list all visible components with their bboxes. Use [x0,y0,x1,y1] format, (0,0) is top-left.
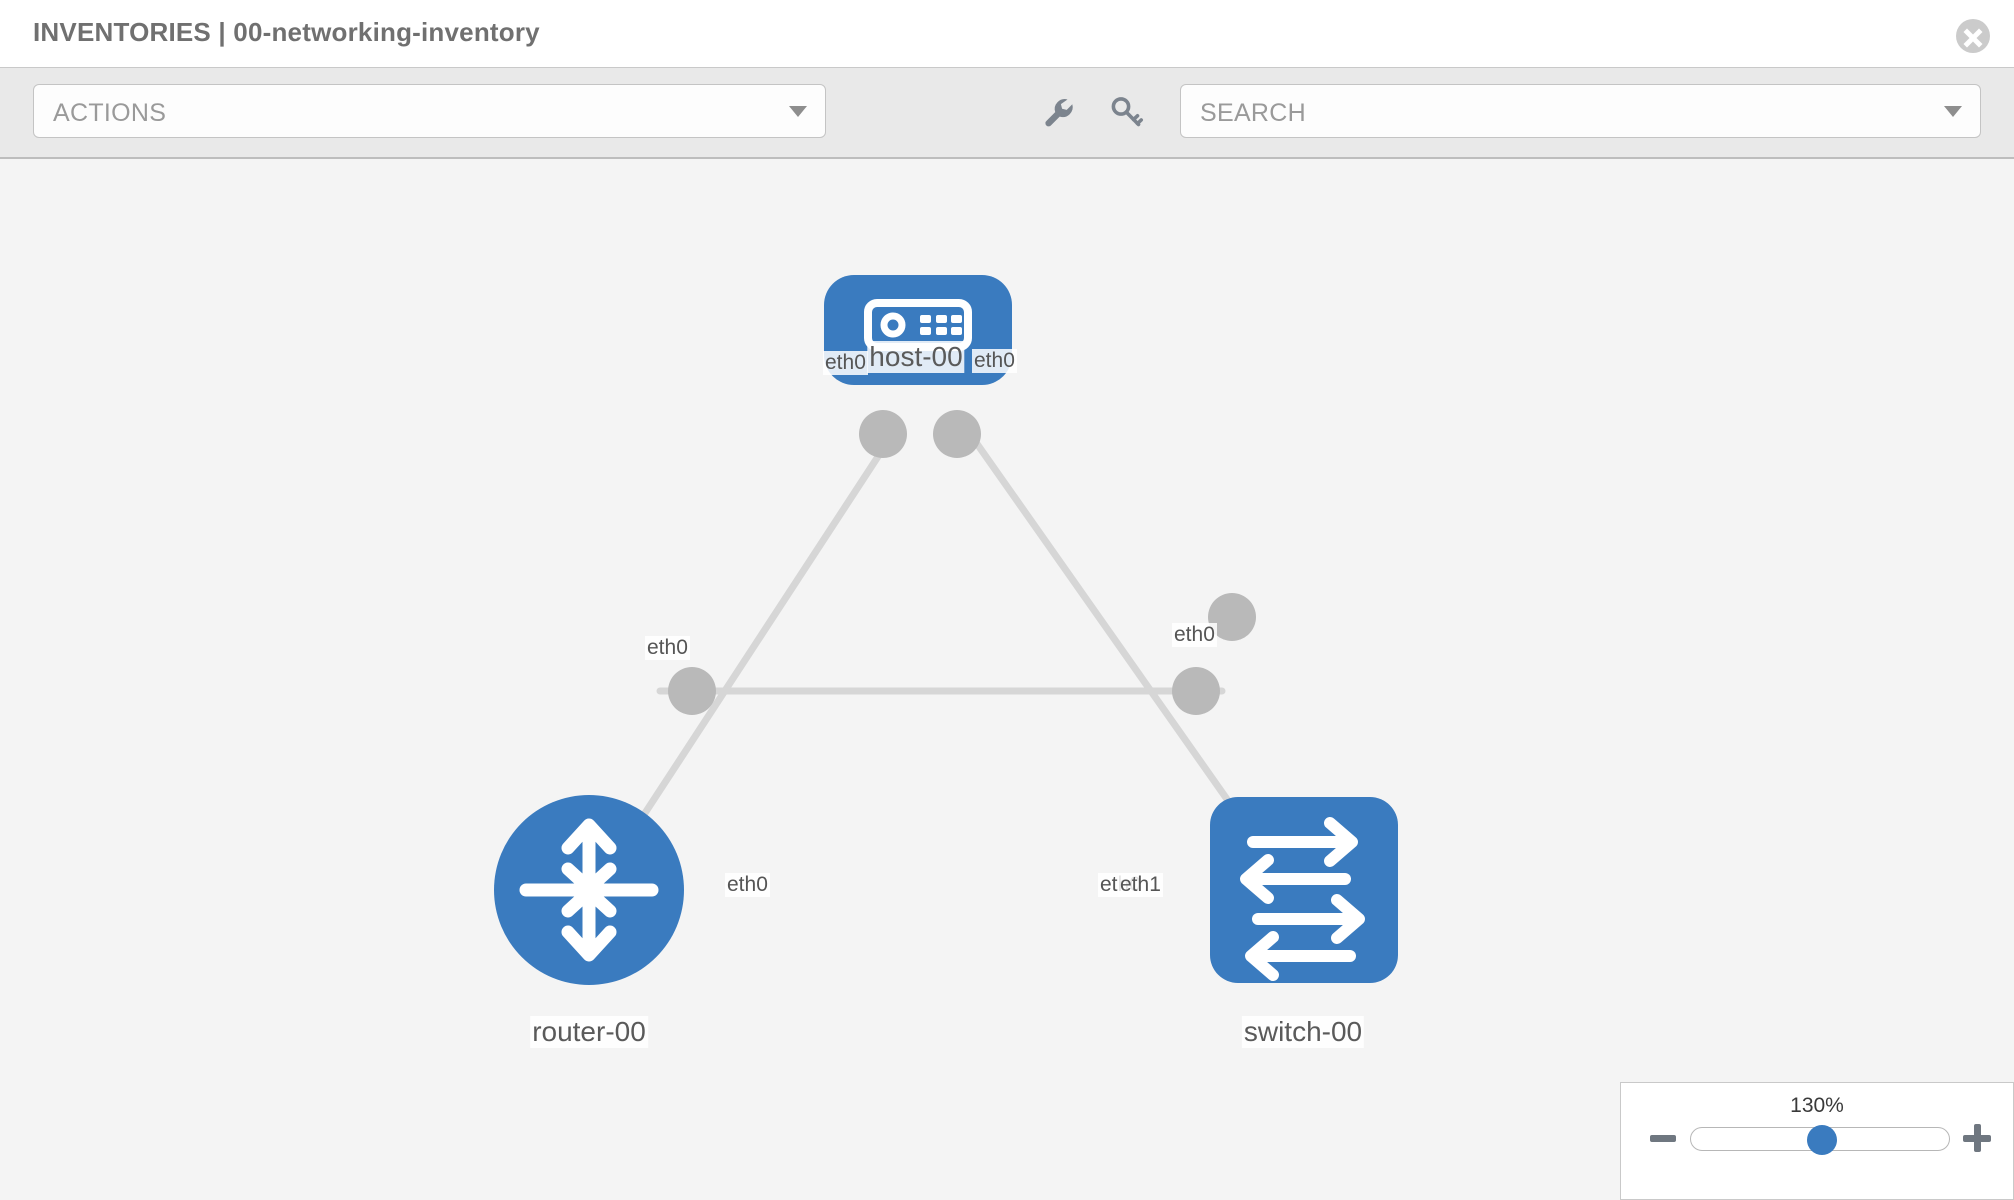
node-router-00[interactable] [494,795,684,985]
node-switch-00[interactable] [1210,797,1398,983]
iface-label-switch-eth1: eth1 [1118,873,1163,897]
node-label-router-00: router-00 [530,1016,648,1048]
actions-dropdown-label: ACTIONS [53,99,167,127]
node-label-host-00: host-00 [867,341,965,373]
iface-label-router-uplink-eth0: eth0 [645,636,690,660]
zoom-level-label: 130% [1790,1094,1844,1117]
title-bar: INVENTORIES | 00-networking-inventory [0,0,2014,68]
search-placeholder: SEARCH [1200,99,1306,127]
topology-canvas[interactable]: host-00 router-00 switch-00 eth0 eth0 et… [0,159,2014,1200]
page-title: INVENTORIES | 00-networking-inventory [33,17,540,47]
link-host-switch [964,427,1266,853]
zoom-control-panel: 130% [1620,1082,2014,1200]
link-host-router [611,425,900,863]
connector-router-eth0 [668,667,716,715]
connector-switch-eth0 [1208,593,1256,641]
iface-label-host-eth0-right: eth0 [972,349,1017,373]
connector-host-eth0-left [859,410,907,458]
actions-dropdown[interactable]: ACTIONS [33,84,826,138]
key-icon[interactable] [1104,90,1148,134]
switch-arrows-icon [1240,817,1365,981]
connector-switch-eth1 [1172,667,1220,715]
iface-label-switch-uplink-eth0: eth0 [1172,623,1217,647]
topology-links [611,425,1266,863]
toolbar: ACTIONS SEARCH [0,68,2014,159]
zoom-slider-thumb[interactable] [1807,1125,1837,1155]
chevron-down-icon [789,106,807,117]
topology-graph [494,275,1398,985]
close-icon[interactable] [1956,19,1990,53]
plus-icon[interactable] [1963,1124,1991,1152]
iface-label-router-eth0: eth0 [725,873,770,897]
iface-label-host-eth0-left: eth0 [823,351,868,375]
minus-icon[interactable] [1650,1135,1676,1142]
router-arrows-icon [519,818,659,962]
chevron-down-icon[interactable] [1944,106,1962,117]
node-label-switch-00: switch-00 [1241,1016,1365,1048]
connector-host-eth0-right [933,410,981,458]
topology-connectors [668,410,1256,715]
search-input[interactable]: SEARCH [1180,84,1981,138]
wrench-icon[interactable] [1036,90,1080,134]
